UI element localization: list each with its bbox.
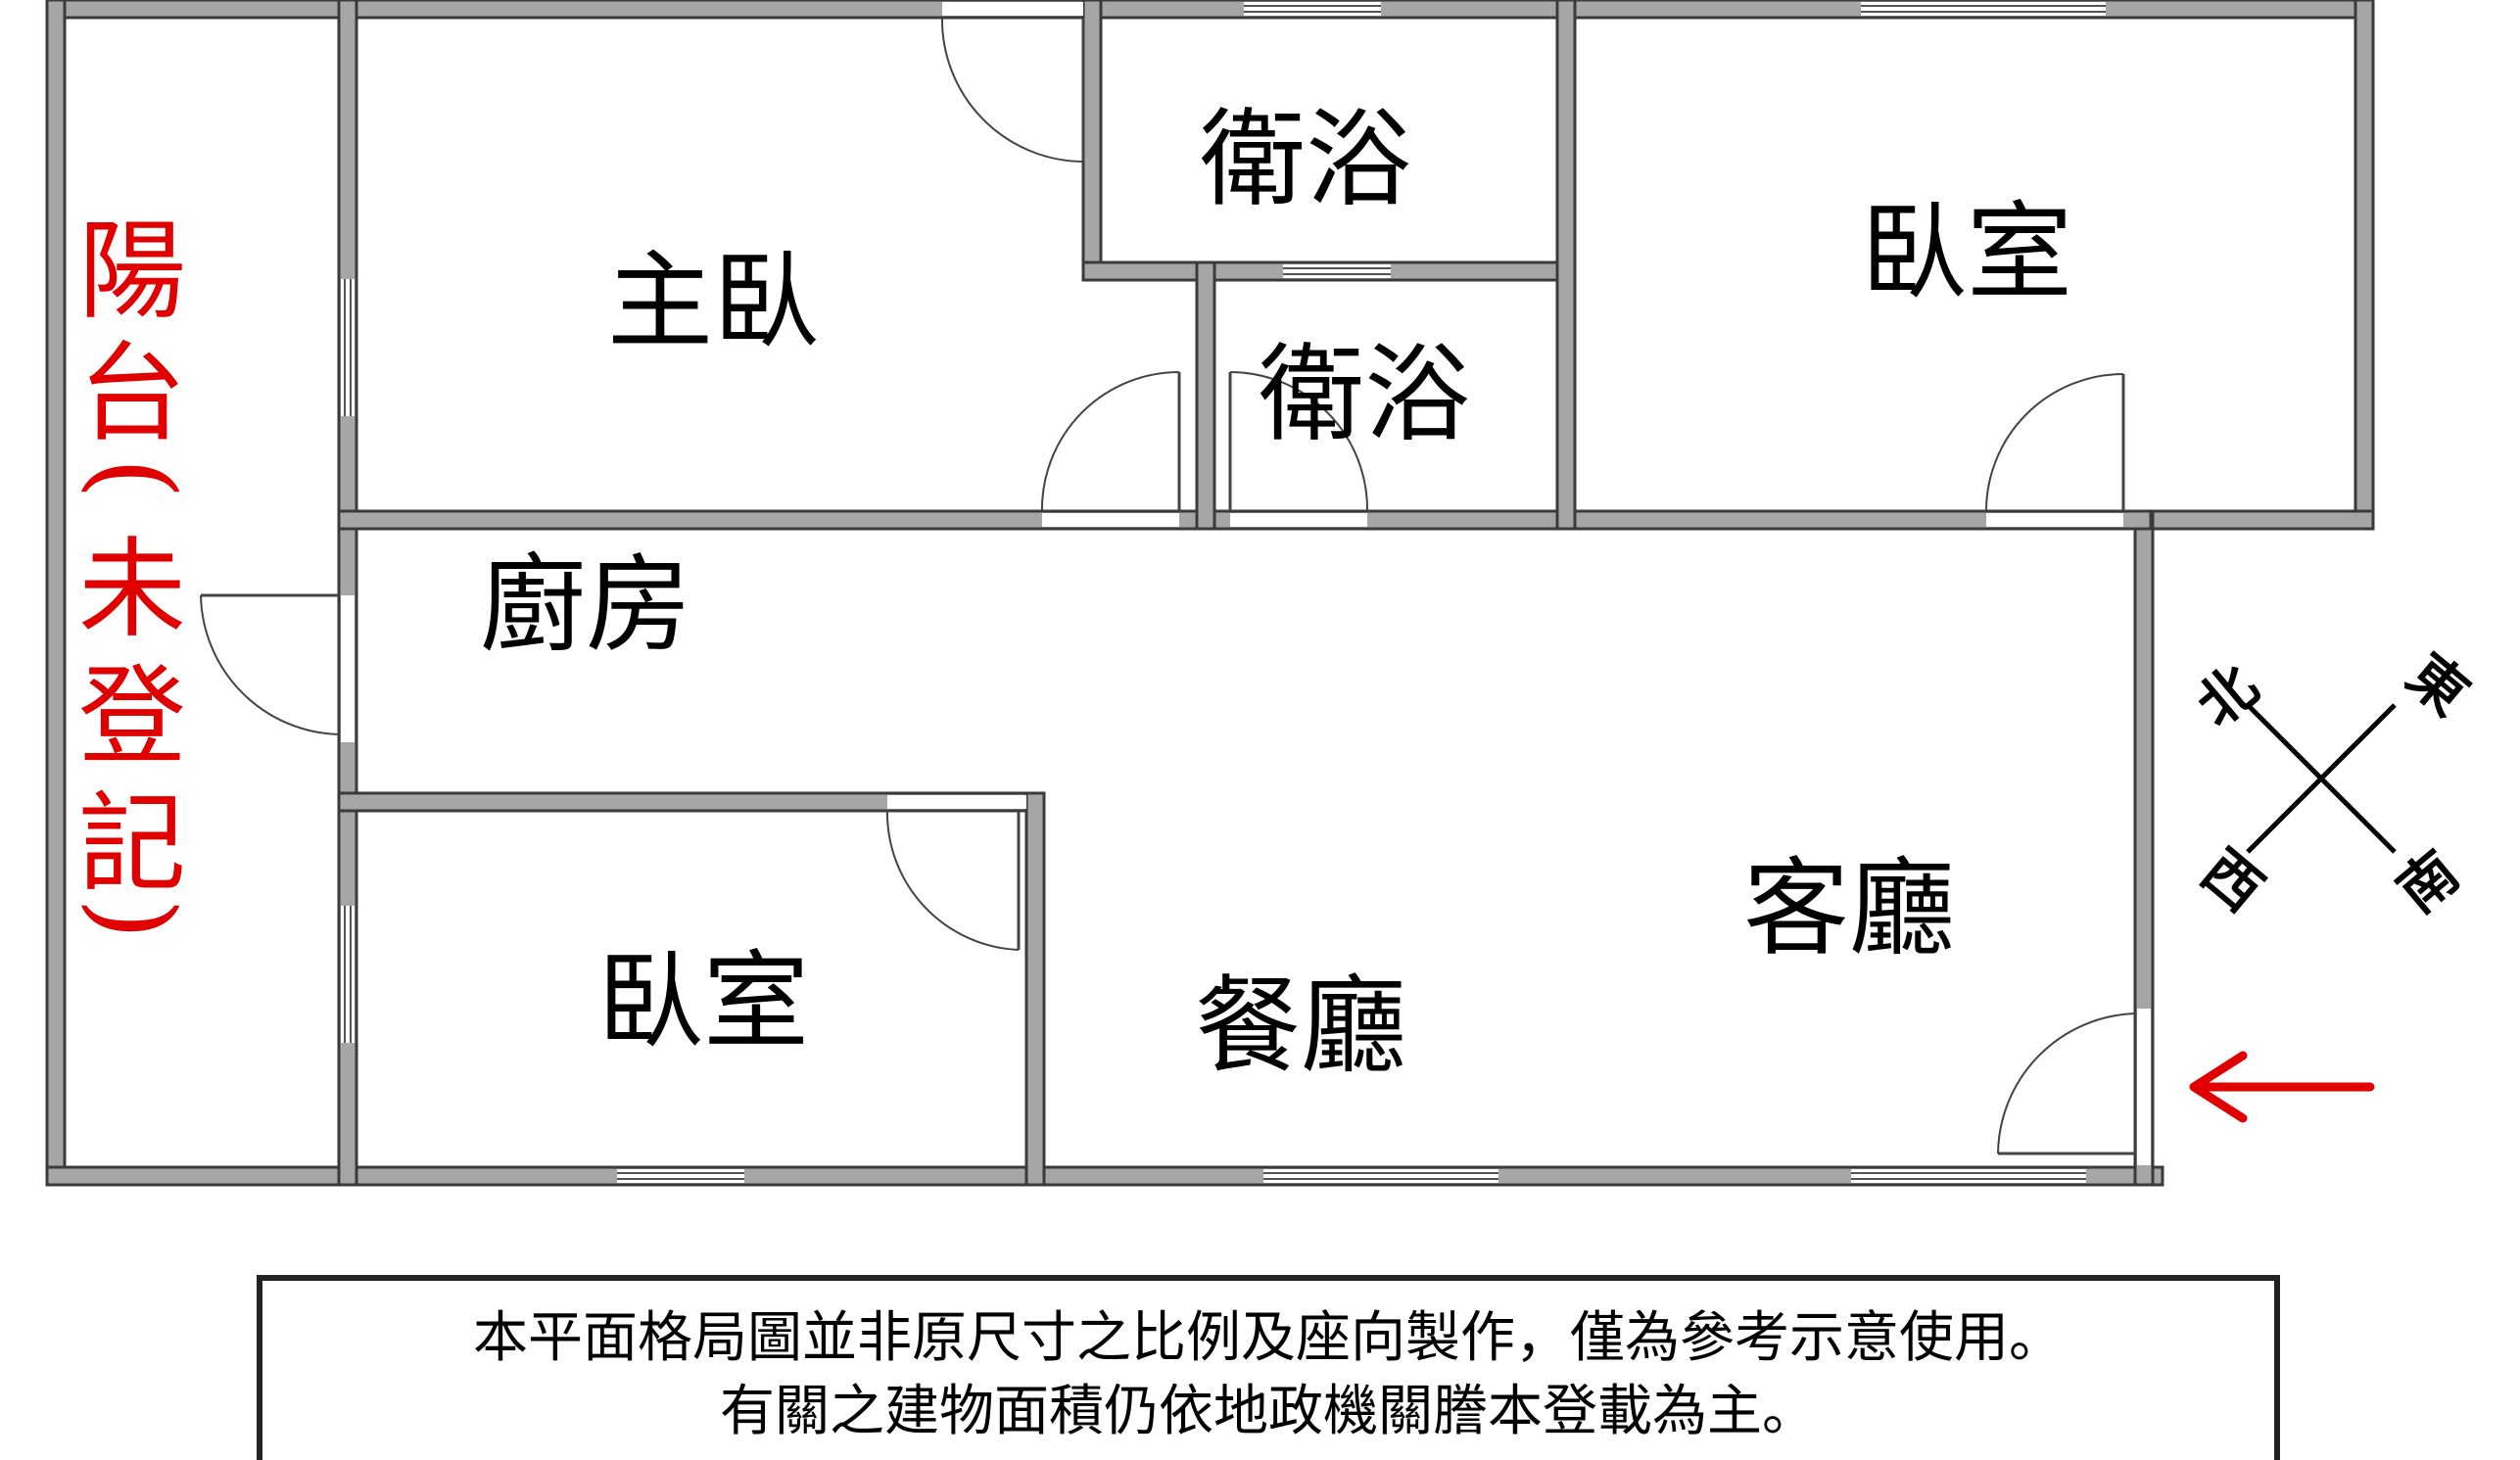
label-bedroom-east: 臥室 [1861,192,2072,314]
balcony-char-4: 登 [78,654,186,779]
windows [341,2,2106,1183]
balcony-char-5: 記 [78,781,186,907]
disclaimer-frame [257,1275,2280,1460]
disclaimer-box: 本平面格局圖並非原尺寸之比例及座向製作，僅為參考示意使用。 有關之建物面積仍依地… [257,1275,2280,1460]
compass-east: 東 [2395,641,2481,729]
entrance-arrow [2189,1051,2375,1123]
room-labels: 主臥 衛浴 衛浴 臥室 廚房 臥室 餐廳 客廳 [480,99,2072,1088]
wall-bedroom-south-right [1024,791,1046,1187]
label-bath-1: 衛浴 [1200,99,1411,221]
compass-west: 西 [2189,837,2275,924]
wall-step [2133,509,2375,531]
wall-master-bath [1081,0,1103,281]
doors [200,2,2151,1165]
label-living: 客廳 [1743,848,1955,970]
disclaimer-line-2: 有關之建物面積仍依地政機關謄本登載為主。 [720,1380,1817,1443]
balcony-char-2: ( [72,457,198,499]
compass: 北 東 西 南 [2184,641,2481,926]
wall-right-upper [2354,0,2375,531]
balcony-char-1: 台 [78,331,186,456]
label-kitchen: 廚房 [480,544,691,667]
entrance-arrow-head [2189,1051,2248,1123]
label-dining: 餐廳 [1195,965,1406,1088]
balcony-char-3: 未 [78,527,186,652]
balcony-char-6: ) [72,898,198,940]
wall-bath-bedroom [1555,0,1577,531]
disclaimer-line-1: 本平面格局圖並非原尺寸之比例及座向製作，僅為參考示意使用。 [473,1306,2064,1370]
label-bedroom-south: 臥室 [597,941,809,1063]
wall-left [45,0,67,1187]
compass-north: 北 [2184,652,2270,739]
label-master-bedroom: 主臥 [607,241,819,363]
compass-line-ne-sw [2246,703,2397,854]
wall-bottom [45,1165,2164,1187]
label-bath-2: 衛浴 [1259,334,1470,456]
wall-bath2-left [1195,260,1216,531]
balcony-label: 陽 台 ( 未 登 記 ) [72,209,198,940]
compass-south: 南 [2385,838,2471,925]
balcony-char-0: 陽 [78,209,186,334]
